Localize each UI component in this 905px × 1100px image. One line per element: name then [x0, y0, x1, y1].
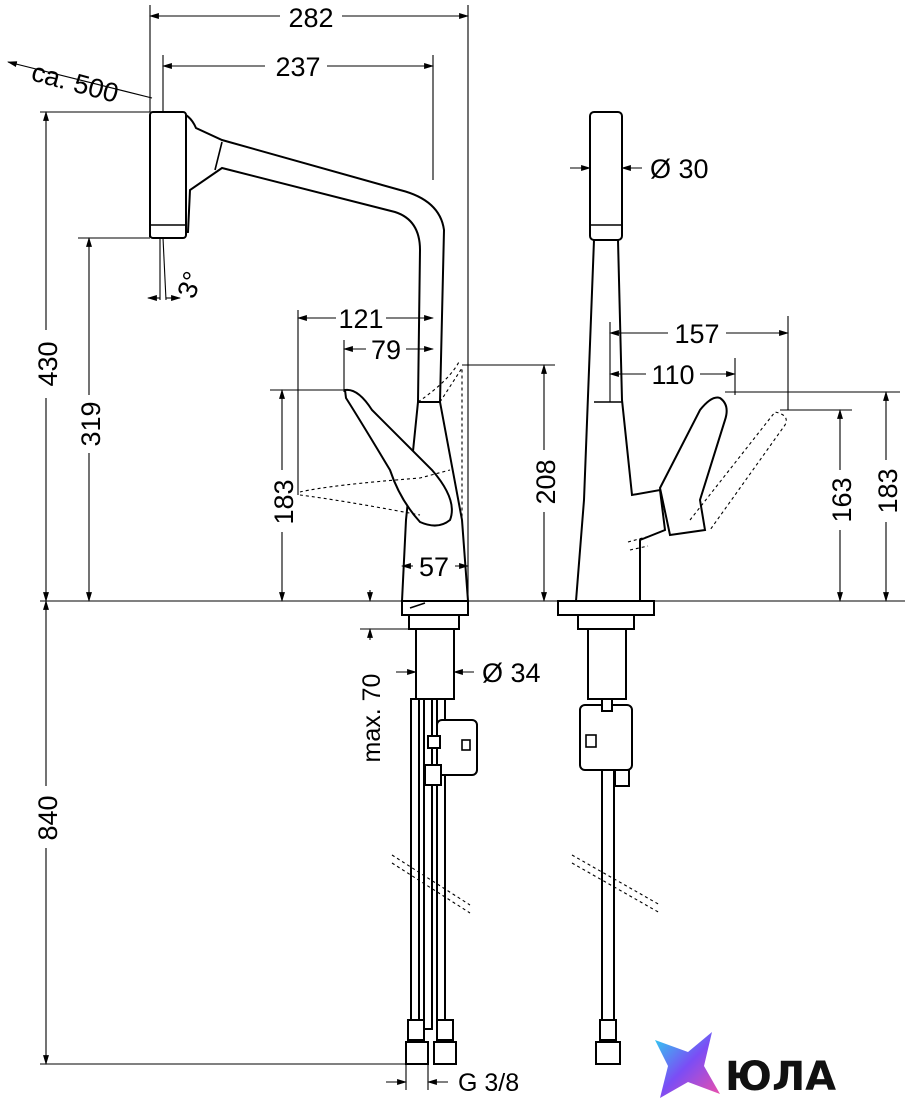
dim-shank-diameter: Ø 34 — [482, 658, 541, 688]
dim-side-reach: 157 — [674, 319, 719, 349]
side-view-faucet — [557, 111, 787, 1065]
dim-height-outlet: 319 — [76, 401, 106, 446]
logo-star-icon — [655, 1032, 720, 1098]
dim-lever-offset: 79 — [371, 335, 401, 365]
dim-base-width: 57 — [419, 552, 449, 582]
front-view-faucet — [149, 111, 478, 1065]
dim-angle: 3° — [171, 268, 208, 303]
dim-under-counter: 840 — [33, 795, 63, 840]
dim-max-thickness: max. 70 — [358, 674, 386, 763]
dim-height-total: 430 — [33, 341, 63, 386]
dim-hose-extension: ca. 500 — [28, 57, 121, 109]
dim-lever-height-left: 183 — [269, 479, 299, 524]
dim-spout-diameter: Ø 30 — [650, 154, 709, 184]
yula-logo: ЮЛА — [655, 1032, 836, 1100]
dim-body-height: 208 — [531, 459, 561, 504]
dim-side-lever: 110 — [651, 360, 694, 390]
dim-connection: G 3/8 — [458, 1069, 519, 1097]
dim-side-height-inner: 163 — [827, 477, 857, 522]
dim-width-total: 282 — [288, 3, 333, 33]
dim-width-spout: 237 — [275, 52, 320, 82]
logo-text: ЮЛА — [725, 1054, 836, 1100]
dim-lever-reach: 121 — [338, 304, 383, 334]
dim-side-height-outer: 183 — [873, 468, 903, 513]
